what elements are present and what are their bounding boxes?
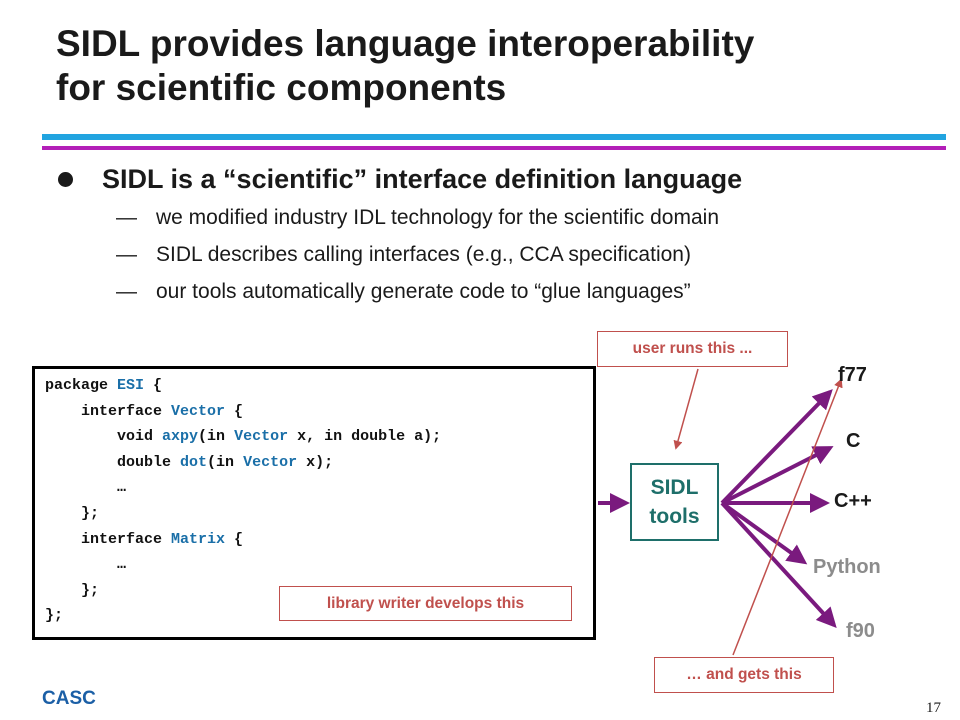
sub-bullet: — we modified industry IDL technology for…	[116, 206, 719, 230]
lang-cpp: C++	[834, 490, 872, 512]
lang-f90: f90	[846, 620, 875, 642]
code-line: void axpy(in Vector x, in double a);	[45, 428, 441, 445]
callout-and-gets: … and gets this	[654, 657, 834, 693]
arrow-to-f77	[720, 389, 833, 505]
code-identifier: dot	[180, 453, 208, 471]
callout-library-writer: library writer develops this	[279, 586, 572, 621]
arrow-to-python	[720, 501, 808, 565]
sub-bullet-text: our tools automatically generate code to…	[156, 280, 691, 303]
callout-user-runs: user runs this ...	[597, 331, 788, 367]
code-identifier: Vector	[234, 428, 289, 446]
code-line: double dot(in Vector x);	[45, 454, 333, 471]
code-identifier: Vector	[243, 453, 298, 471]
code-token: package	[45, 377, 118, 394]
sidl-tools-label-1: SIDL	[650, 476, 699, 499]
lang-c: C	[846, 430, 861, 452]
code-line: };	[45, 505, 99, 522]
code-identifier: axpy	[162, 428, 199, 446]
arrow-user-to-tools	[673, 368, 699, 450]
code-token: double	[117, 453, 181, 471]
code-token: {	[225, 530, 244, 548]
footer-org: CASC	[42, 688, 96, 709]
code-token: (in	[207, 453, 244, 471]
code-token: void	[117, 428, 163, 446]
title-line-2: for scientific components	[56, 67, 507, 108]
slide-title: SIDL provides language interoperability …	[56, 22, 936, 110]
code-line: …	[45, 556, 126, 573]
code-identifier: Matrix	[171, 530, 226, 548]
sub-bullet-text: SIDL describes calling interfaces (e.g.,…	[156, 243, 691, 266]
code-token: …	[117, 479, 127, 497]
code-token: {	[225, 402, 244, 420]
arrow-to-f90	[720, 501, 837, 628]
dash-icon: —	[116, 206, 137, 229]
code-token: interface	[81, 530, 172, 548]
code-line: package ESI {	[45, 377, 162, 394]
code-line: …	[45, 479, 126, 496]
sidl-tools-label-2: tools	[649, 505, 700, 528]
code-token: interface	[81, 402, 172, 420]
sub-bullet: — our tools automatically generate code t…	[116, 280, 691, 304]
main-bullet-text: SIDL is a “scientific” interface definit…	[102, 164, 743, 194]
code-token: …	[117, 556, 127, 574]
title-line-1: SIDL provides language interoperability	[56, 23, 755, 64]
arrow-gets-to-output	[732, 378, 843, 656]
sub-bullet: — SIDL describes calling interfaces (e.g.…	[116, 243, 691, 267]
sidl-tools-box: SIDL tools	[630, 463, 719, 541]
code-identifier: Vector	[171, 402, 226, 420]
code-token: };	[45, 607, 64, 625]
page-number: 17	[926, 700, 941, 716]
code-token: x, in double a);	[288, 428, 442, 446]
divider-purple	[42, 146, 946, 150]
dash-icon: —	[116, 243, 137, 266]
arrow-to-c	[721, 446, 834, 505]
code-line: };	[45, 582, 99, 599]
code-line: };	[45, 607, 63, 624]
code-token: {	[144, 377, 163, 394]
code-token: };	[81, 581, 100, 599]
divider-blue	[42, 134, 946, 140]
code-identifier: ESI	[117, 377, 145, 394]
code-token: };	[81, 505, 100, 522]
sub-bullet-text: we modified industry IDL technology for …	[156, 206, 720, 229]
code-token: (in	[198, 428, 235, 446]
lang-f77: f77	[838, 364, 867, 386]
code-line: interface Matrix {	[45, 531, 243, 548]
code-line: interface Vector {	[45, 403, 243, 420]
dash-icon: —	[116, 280, 137, 303]
lang-python: Python	[813, 556, 881, 578]
code-token: x);	[297, 453, 334, 471]
bullet-dot-icon	[58, 172, 73, 187]
